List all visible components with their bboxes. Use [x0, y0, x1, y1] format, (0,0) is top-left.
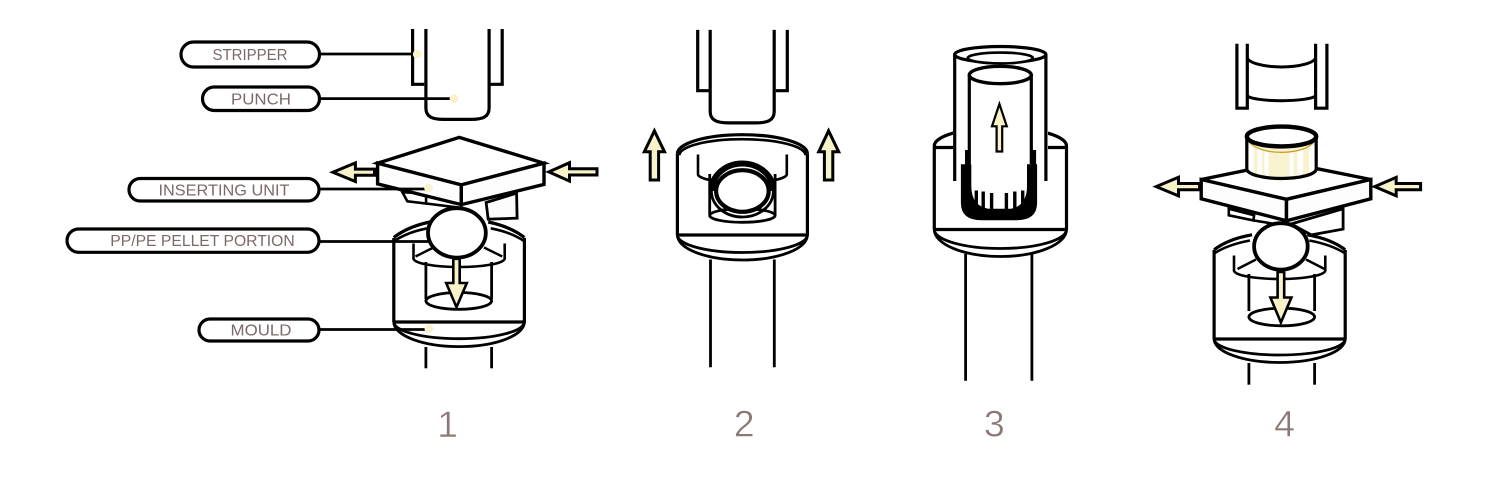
svg-text:PUNCH: PUNCH [231, 91, 291, 108]
svg-text:2: 2 [734, 402, 755, 444]
svg-text:3: 3 [984, 403, 1005, 445]
svg-text:MOULD: MOULD [231, 323, 292, 340]
svg-text:4: 4 [1274, 403, 1295, 445]
svg-text:STRIPPER: STRIPPER [213, 47, 288, 64]
svg-text:PP/PE PELLET PORTION: PP/PE PELLET PORTION [110, 233, 295, 250]
svg-text:1: 1 [437, 403, 458, 445]
svg-text:INSERTING UNIT: INSERTING UNIT [159, 182, 291, 199]
